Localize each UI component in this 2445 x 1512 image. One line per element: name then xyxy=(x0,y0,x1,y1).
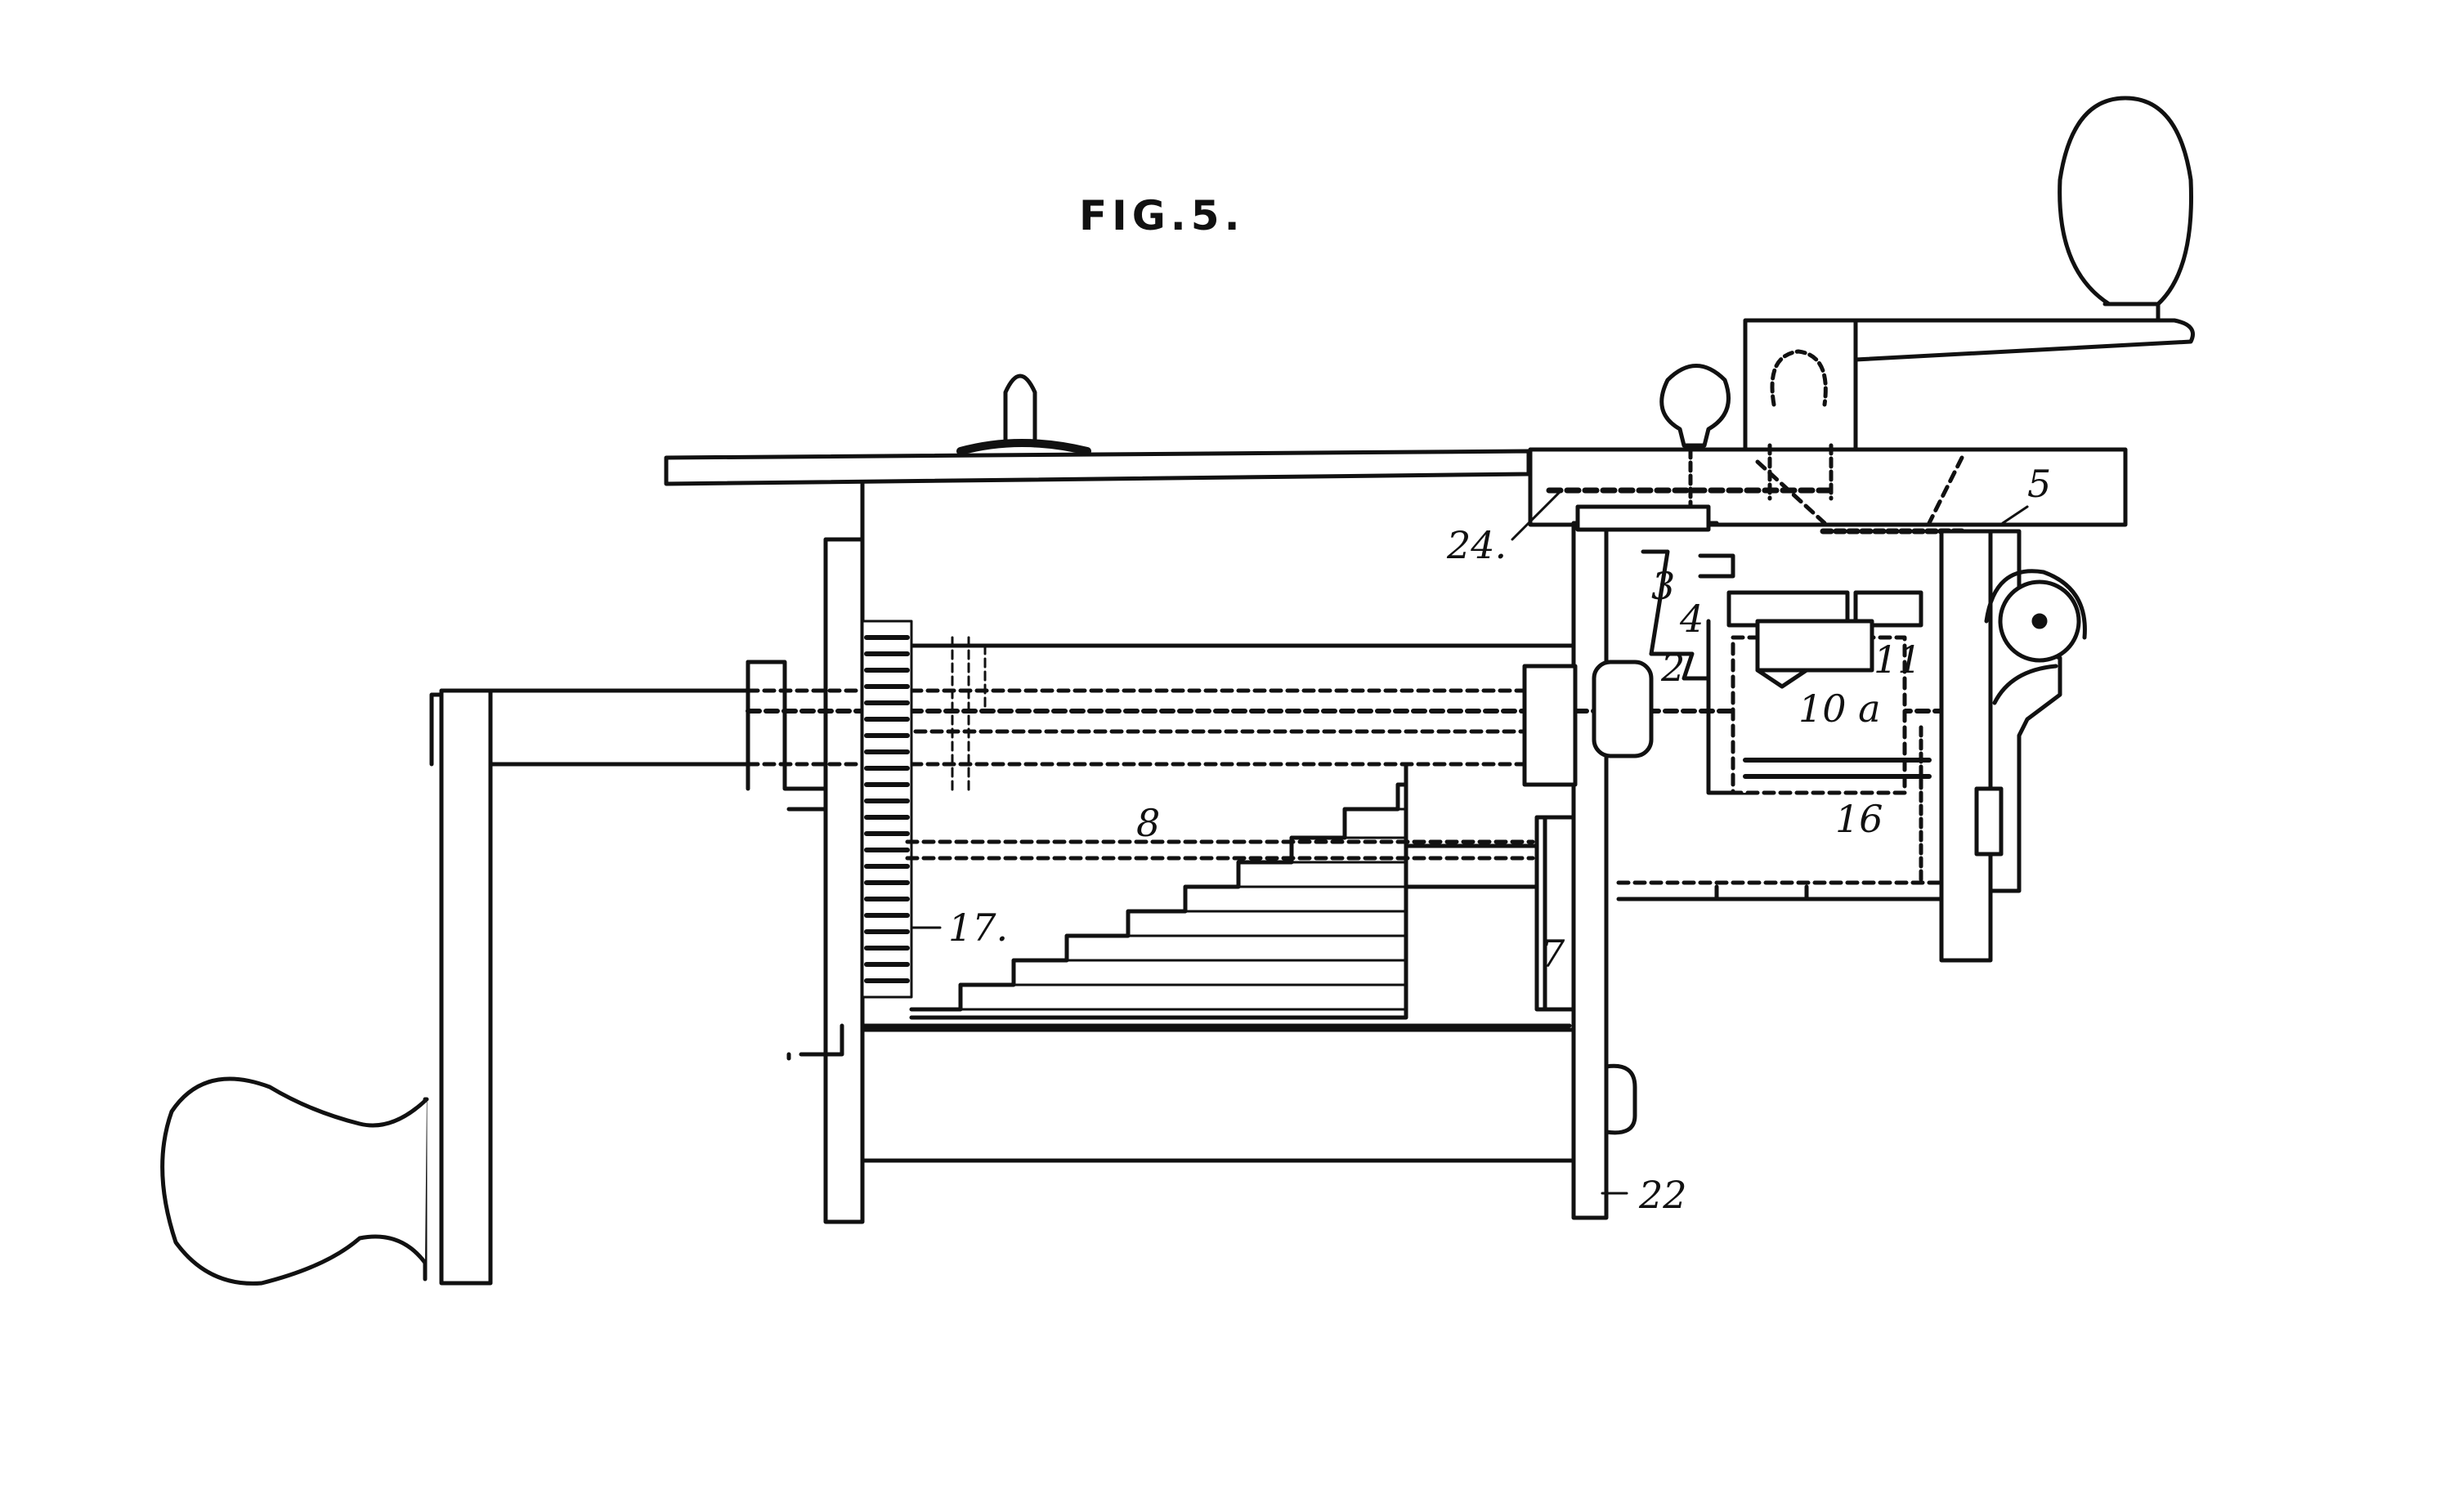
ref-label-3: 3 xyxy=(1651,564,1675,608)
right-mechanism xyxy=(1619,531,2085,960)
top-crank-handle xyxy=(1745,98,2193,499)
ref-label-7: 7 xyxy=(1541,932,1565,976)
ref-label-8: 8 xyxy=(1136,801,1160,845)
main-frame xyxy=(826,484,1717,1222)
top-plate xyxy=(666,376,1529,484)
ref-label-17: 17. xyxy=(948,906,1008,950)
ref-label-11: 11 xyxy=(1874,637,1922,682)
ref-label-22: 22 xyxy=(1639,1173,1687,1217)
figure-title: FIG.5. xyxy=(1079,192,1245,239)
ref-label-16: 16 xyxy=(1835,797,1883,841)
ref-label-24: 24. xyxy=(1447,523,1507,567)
ref-label-10a: 10 a xyxy=(1798,687,1881,731)
ref-label-2: 2 xyxy=(1661,646,1685,690)
main-shaft xyxy=(458,662,1946,809)
ref-label-4: 4 xyxy=(1680,597,1704,641)
left-crank xyxy=(163,691,490,1283)
stepped-cam xyxy=(907,764,1574,1018)
ref-label-5: 5 xyxy=(2027,462,2051,506)
